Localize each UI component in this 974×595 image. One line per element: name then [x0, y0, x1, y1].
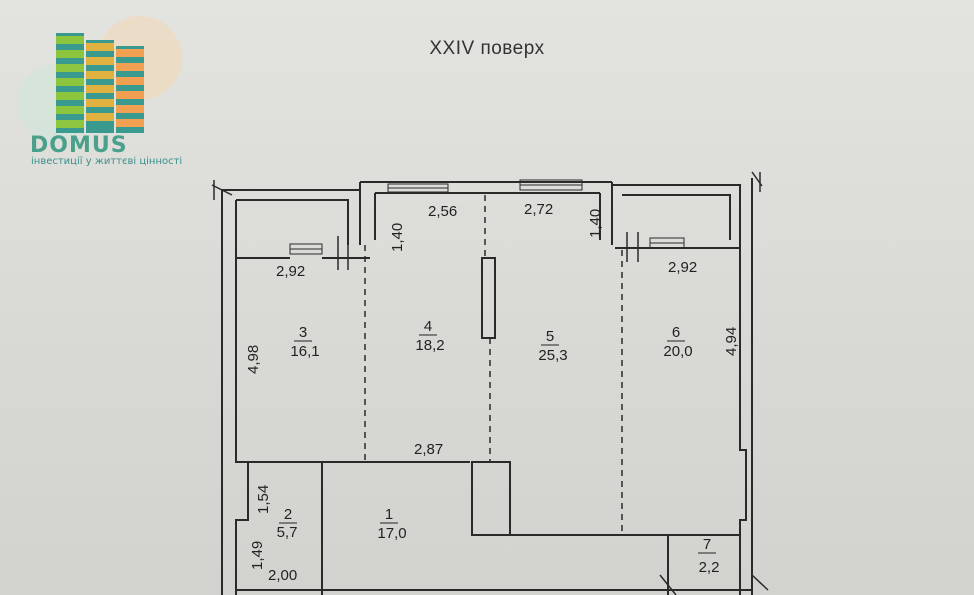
dim-corridor-width: 2,87	[414, 441, 443, 458]
svg-text:7: 7	[703, 536, 711, 553]
svg-text:3: 3	[299, 324, 307, 341]
dim-room2-width: 2,00	[268, 567, 297, 584]
dim-top-center-left-depth: 1,40	[389, 223, 406, 252]
logo-tagline: інвестиції у життєві цінності	[31, 156, 183, 167]
svg-text:16,1: 16,1	[290, 343, 319, 360]
domus-logo	[10, 8, 200, 178]
svg-text:18,2: 18,2	[415, 337, 444, 354]
room-1-label: 1 17,0	[377, 506, 406, 542]
logo-name: DOMUS	[30, 133, 128, 158]
dim-room2-upper-height: 1,54	[255, 485, 272, 514]
svg-text:2,2: 2,2	[699, 559, 720, 576]
dim-left-height: 4,98	[245, 345, 262, 374]
svg-text:25,3: 25,3	[538, 347, 567, 364]
svg-text:4: 4	[424, 318, 432, 335]
dim-top-center-left-width: 2,56	[428, 203, 457, 220]
room-6-label: 6 20,0	[663, 324, 692, 360]
svg-text:6: 6	[672, 324, 680, 341]
dim-right-height: 4,94	[723, 327, 740, 356]
room-2-label: 2 5,7	[277, 506, 298, 541]
dim-top-center-right-width: 2,72	[524, 201, 553, 218]
svg-text:20,0: 20,0	[663, 343, 692, 360]
dim-top-right-width: 2,92	[668, 259, 697, 276]
floor-title: XXIV поверх	[429, 38, 545, 59]
room-5-label: 5 25,3	[538, 328, 567, 364]
dim-room2-lower-height: 1,49	[249, 541, 266, 570]
dim-top-left-width: 2,92	[276, 263, 305, 280]
room-4-label: 4 18,2	[415, 318, 444, 354]
svg-text:17,0: 17,0	[377, 525, 406, 542]
svg-text:1: 1	[385, 506, 393, 523]
room-7-label: 7 2,2	[698, 536, 719, 576]
svg-text:2: 2	[284, 506, 292, 523]
room-3-label: 3 16,1	[290, 324, 319, 360]
dim-top-center-right-depth: 1,40	[587, 209, 604, 238]
svg-text:5,7: 5,7	[277, 524, 298, 541]
building-logo-icon	[17, 16, 182, 141]
svg-text:5: 5	[546, 328, 554, 345]
